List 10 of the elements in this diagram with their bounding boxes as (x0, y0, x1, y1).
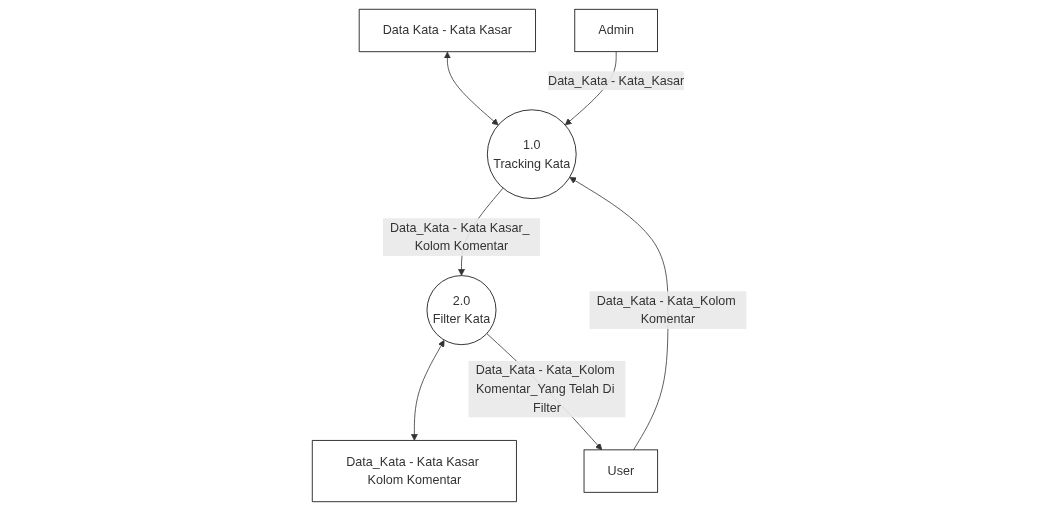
edge-label: Data_Kata - Kata_Kasar (547, 73, 684, 88)
edge-label: Data_Kata - Kata_Kolom Komentar (596, 293, 736, 326)
node-box: Admin (574, 8, 658, 53)
node-box: Data Kata - Kata Kasar (358, 8, 536, 53)
edge-label: Data_Kata - Kata Kasar_ Kolom Komentar (389, 220, 530, 253)
node-circle: 1.0 Tracking Kata (486, 109, 577, 200)
node-box: Data_Kata - Kata Kasar Kolom Komentar (311, 440, 517, 503)
node-circle: 2.0 Filter Kata (426, 275, 496, 346)
node-box: User (583, 449, 658, 493)
edge-label: Data_Kata - Kata_Kolom Komentar_Yang Telah Di Filter (475, 363, 615, 415)
